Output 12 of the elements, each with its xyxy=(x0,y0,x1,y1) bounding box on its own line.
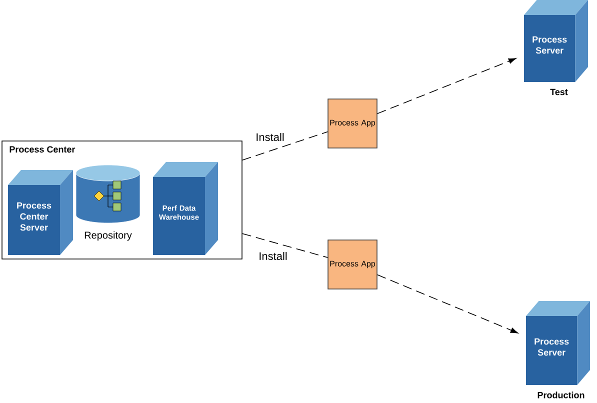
repository-label: Repository xyxy=(84,231,132,241)
server-cube: Process Center Server xyxy=(8,170,73,255)
server-cube: Process Server xyxy=(524,0,588,82)
server-caption: Production xyxy=(538,392,584,398)
arrow xyxy=(377,274,518,334)
server-caption: Test xyxy=(550,88,568,96)
server-cube: Process Server xyxy=(526,301,590,385)
arrow xyxy=(377,58,516,114)
app-box: Process App xyxy=(328,98,378,148)
app-box: Process App xyxy=(328,240,378,290)
edge-label: Install xyxy=(254,132,286,142)
edge-label: Install xyxy=(258,250,288,262)
